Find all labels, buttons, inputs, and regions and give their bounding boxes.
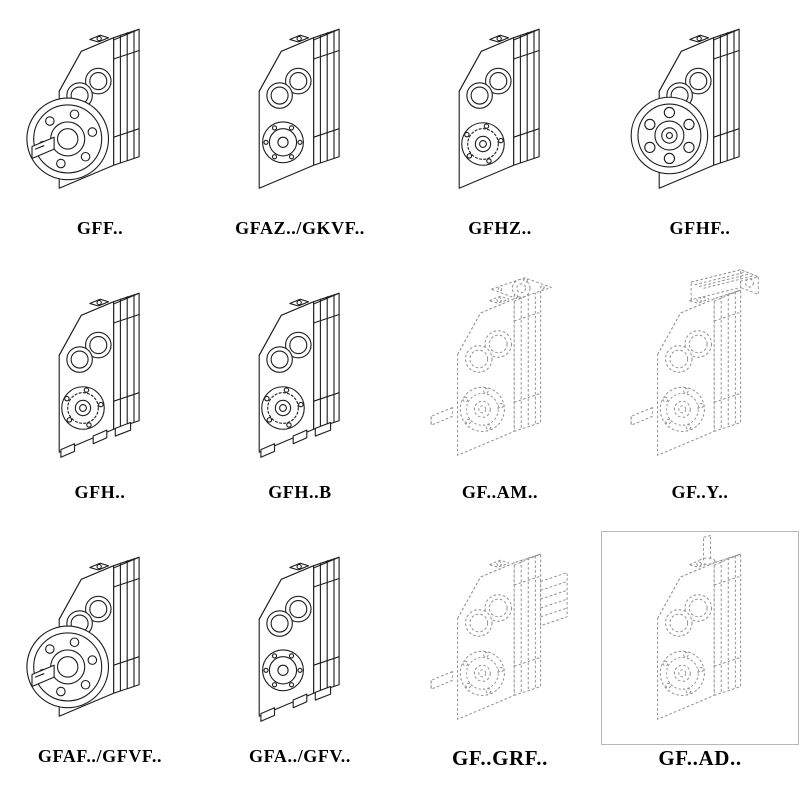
model-label: GFAF../GFVF.. <box>37 746 163 766</box>
gearbox-face-mounted-drawing <box>202 532 398 744</box>
gearbox-output-flange-shaft-drawing <box>2 532 198 744</box>
catalog-item-gfy: GF..Y.. <box>600 264 800 528</box>
model-label: GFH..B <box>268 482 332 502</box>
catalog-item-gfaf: GFAF../GFVF.. <box>0 528 200 800</box>
gearbox-output-flange-drawing <box>602 4 798 216</box>
gearbox-adapter-flange-icon <box>402 268 598 480</box>
gearbox-with-motor-phantom-drawing <box>602 268 798 480</box>
gearbox-output-flange-shaft-drawing <box>2 4 198 216</box>
model-label: GFH.. <box>74 482 126 502</box>
model-label: GFA../GFV.. <box>249 746 351 766</box>
catalog-item-gfhf: GFHF.. <box>600 0 800 264</box>
catalog-item-gfa: GFA../GFV.. <box>200 528 400 800</box>
gearbox-foot-icon <box>208 272 392 476</box>
gearbox-foot-mounted-drawing <box>2 268 198 480</box>
gearbox-cover-icon <box>208 536 392 740</box>
gearbox-foot-mounted-backstop-drawing <box>202 268 398 480</box>
model-label: GF..AD.. <box>658 746 742 770</box>
catalog-item-gff: GFF.. <box>0 0 200 264</box>
catalog-item-gfhb: GFH..B <box>200 264 400 528</box>
model-label: GFHF.. <box>669 218 731 238</box>
gearbox-foot-icon <box>8 272 192 476</box>
model-label: GFAZ../GKVF.. <box>235 218 365 238</box>
gearbox-motor-icon <box>602 268 798 480</box>
gearbox-flange-shaft-icon <box>8 536 192 740</box>
gearbox-flange-icon <box>608 8 792 212</box>
gearbox-flange-shaft-icon <box>8 8 192 212</box>
catalog-item-gfaz: GFAZ../GKVF.. <box>200 0 400 264</box>
catalog-item-gfad: GF..AD.. <box>600 528 800 800</box>
catalog-item-gfh: GFH.. <box>0 264 200 528</box>
gearbox-top-input-phantom-drawing <box>601 531 799 745</box>
model-label: GFF.. <box>76 218 124 238</box>
gearbox-top-shaft-icon <box>602 532 798 744</box>
model-label: GFHZ.. <box>468 218 532 238</box>
gearbox-motor-adapter-phantom-drawing <box>402 268 598 480</box>
gearbox-fin-box-phantom-drawing <box>402 532 598 744</box>
model-label: GF..AM.. <box>461 482 539 502</box>
gearbox-cover-icon <box>208 8 392 212</box>
gearbox-hollow-shaft-bearing-drawing <box>402 4 598 216</box>
gearbox-hollow-shaft-cover-drawing <box>202 4 398 216</box>
gearbox-fin-box-icon <box>402 532 598 744</box>
model-label: GF..GRF.. <box>451 746 549 770</box>
model-label: GF..Y.. <box>671 482 729 502</box>
catalog-item-gfam: GF..AM.. <box>400 264 600 528</box>
gearbox-bearing-icon <box>408 8 592 212</box>
catalog-item-gfhz: GFHZ.. <box>400 0 600 264</box>
catalog-item-gfgrf: GF..GRF.. <box>400 528 600 800</box>
